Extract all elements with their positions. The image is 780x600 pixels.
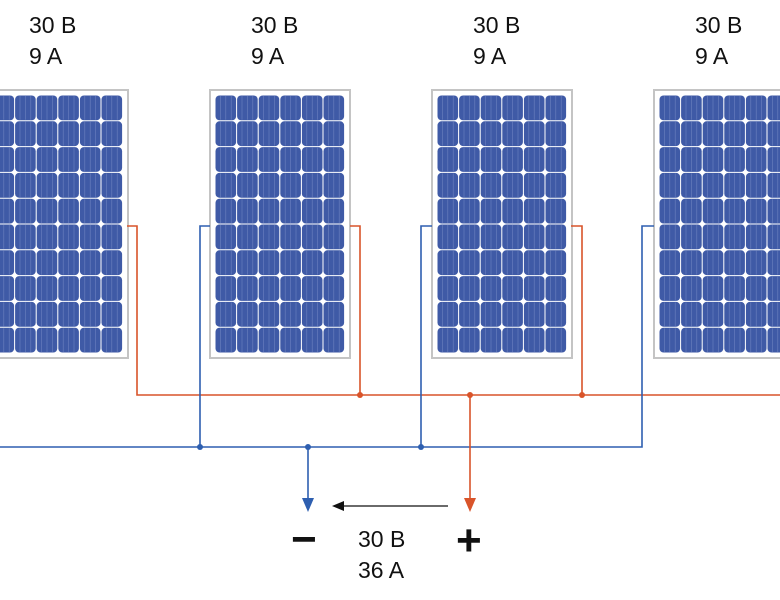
junction-dot [579, 392, 585, 398]
solar-cell [0, 327, 15, 353]
panel-3-voltage: 30 B [473, 12, 521, 38]
panel-1-label: 30 B 9 A [29, 10, 76, 72]
solar-cell [767, 198, 780, 224]
positive-wire [571, 225, 583, 395]
panel-4-current: 9 A [695, 43, 729, 69]
solar-cell [767, 224, 780, 250]
solar-panel-2 [209, 89, 351, 359]
solar-cell [0, 121, 15, 147]
solar-cell [767, 327, 780, 353]
panel-4-label: 30 B 9 A [695, 10, 742, 72]
solar-cell [0, 301, 15, 327]
negative-wire [199, 225, 210, 447]
output-label: 30 B 36 A [358, 524, 405, 586]
negative-wire [0, 225, 654, 448]
junction-dot [305, 444, 311, 450]
solar-cell [0, 250, 15, 276]
panel-2-label: 30 B 9 A [251, 10, 298, 72]
solar-cell [767, 172, 780, 198]
panel-2-voltage: 30 B [251, 12, 299, 38]
output-voltage: 30 B [358, 526, 406, 552]
panel-4-voltage: 30 B [695, 12, 743, 38]
positive-terminal-sign: + [456, 516, 482, 565]
solar-cell [767, 121, 780, 147]
solar-cell [0, 95, 15, 121]
solar-cell [0, 224, 15, 250]
panel-3-current: 9 A [473, 43, 507, 69]
positive-arrowhead [464, 498, 476, 512]
solar-cell [767, 276, 780, 301]
solar-panel-4 [653, 89, 780, 359]
junction-dot [357, 392, 363, 398]
junction-dot [418, 444, 424, 450]
solar-cell [767, 147, 780, 172]
panel-1-voltage: 30 B [29, 12, 77, 38]
solar-cell [767, 250, 780, 276]
solar-cell [767, 301, 780, 327]
junction-dot [467, 392, 473, 398]
positive-wire [350, 225, 361, 395]
solar-cell [0, 276, 15, 301]
solar-cell [767, 95, 780, 121]
solar-cell [0, 147, 15, 172]
negative-arrowhead [302, 498, 314, 512]
solar-panel-3 [431, 89, 573, 359]
current-flow-arrowhead [332, 501, 344, 511]
negative-terminal-sign: − [291, 515, 317, 564]
panel-2-current: 9 A [251, 43, 285, 69]
solar-cell [0, 198, 15, 224]
output-current: 36 A [358, 557, 405, 583]
panel-1-current: 9 A [29, 43, 63, 69]
solar-panel-1 [0, 89, 129, 359]
panel-3-label: 30 B 9 A [473, 10, 520, 72]
negative-wire [420, 225, 432, 447]
solar-cell [0, 172, 15, 198]
junction-dot [197, 444, 203, 450]
positive-wire [127, 225, 780, 396]
